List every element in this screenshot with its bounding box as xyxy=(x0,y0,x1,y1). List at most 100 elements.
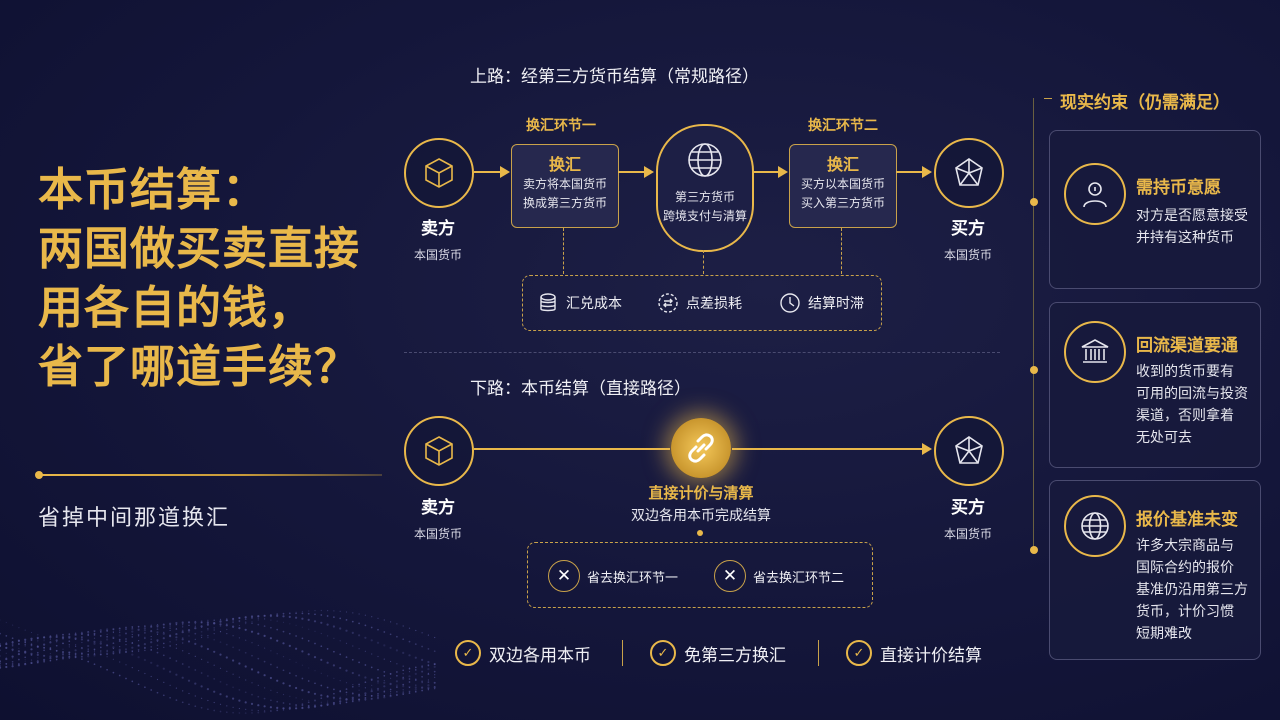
particle-dot xyxy=(156,624,159,626)
particle-dot xyxy=(5,646,8,649)
particle-dot xyxy=(62,642,64,644)
particle-dot xyxy=(345,629,348,632)
particle-dot xyxy=(93,632,96,635)
particle-dot xyxy=(106,653,108,655)
particle-dot xyxy=(30,639,33,641)
particle-dot xyxy=(314,704,316,707)
particle-dot xyxy=(125,651,127,653)
cost-label: 汇兑成本 xyxy=(566,296,622,312)
particle-dot xyxy=(263,634,266,637)
particle-dot xyxy=(156,648,159,650)
particle-dot xyxy=(144,686,146,689)
particle-dot xyxy=(201,621,203,623)
particle-dot xyxy=(226,618,228,620)
particle-dot xyxy=(162,632,165,635)
lower-path-heading: 下路：本币结算（直接路径） xyxy=(470,379,691,399)
particle-dot xyxy=(206,688,209,691)
particle-dot xyxy=(213,633,215,635)
particle-dot xyxy=(301,698,303,700)
particle-dot xyxy=(68,633,70,635)
particle-dot xyxy=(339,690,342,692)
particle-dot xyxy=(182,626,184,628)
particle-dot xyxy=(238,699,241,702)
separator xyxy=(818,640,819,666)
particle-dot xyxy=(74,638,77,640)
particle-dot xyxy=(93,653,96,656)
particle-dot xyxy=(270,710,272,712)
cost-item: 结算时滞 xyxy=(779,292,864,314)
particle-dot xyxy=(232,659,235,662)
particle-dot xyxy=(225,656,228,659)
particle-dot xyxy=(112,631,114,634)
particle-dot xyxy=(320,658,323,661)
particle-dot xyxy=(93,634,96,636)
particle-dot xyxy=(225,624,228,627)
particle-dot xyxy=(345,701,348,703)
particle-dot xyxy=(74,649,77,652)
particle-dot xyxy=(289,623,291,625)
particle-dot xyxy=(320,645,323,648)
particle-dot xyxy=(371,688,373,690)
particle-dot xyxy=(371,684,373,686)
particle-dot xyxy=(433,686,436,688)
particle-dot xyxy=(150,661,153,664)
particle-dot xyxy=(345,698,348,701)
particle-dot xyxy=(232,646,234,649)
card-title: 回流渠道要通 xyxy=(1136,336,1238,356)
direct-clearing-title: 直接计价与清算 xyxy=(648,484,754,502)
particle-dot xyxy=(124,650,128,654)
particle-dot xyxy=(232,617,235,621)
particle-dot xyxy=(156,633,159,635)
particle-dot xyxy=(288,703,291,705)
particle-dot xyxy=(320,694,323,697)
particle-dot xyxy=(181,701,184,704)
particle-dot xyxy=(194,625,196,627)
particle-dot xyxy=(87,660,90,663)
particle-dot xyxy=(118,652,121,654)
particle-dot xyxy=(74,637,77,640)
card-text: 短期难改 xyxy=(1136,626,1192,642)
particle-dot xyxy=(100,630,102,632)
constraints-heading: 现实约束（仍需满足） xyxy=(1060,93,1230,113)
skipped-label: 省去换汇环节二 xyxy=(753,570,845,586)
particle-dot xyxy=(137,683,140,686)
particle-dot xyxy=(100,635,102,637)
particle-dot xyxy=(225,683,228,686)
particle-dot xyxy=(87,644,90,648)
particle-dot xyxy=(137,648,140,651)
particle-dot xyxy=(402,625,404,627)
particle-dot xyxy=(421,645,423,648)
particle-dot xyxy=(383,658,385,660)
particle-dot xyxy=(225,711,228,714)
particle-dot xyxy=(383,680,385,682)
particle-dot xyxy=(295,707,297,710)
particle-dot xyxy=(175,638,178,641)
particle-dot xyxy=(125,626,127,629)
particle-dot xyxy=(434,636,436,639)
particle-dot xyxy=(175,628,178,631)
particle-dot xyxy=(187,621,191,624)
particle-dot xyxy=(232,697,235,700)
particle-dot xyxy=(100,651,102,653)
crystal-icon xyxy=(955,158,983,186)
particle-dot xyxy=(352,701,354,703)
particle-dot xyxy=(433,686,436,689)
heading-tick xyxy=(1044,98,1052,99)
particle-dot xyxy=(225,619,228,622)
particle-dot xyxy=(270,650,272,652)
particle-dot xyxy=(345,611,348,613)
upper-buyer-node xyxy=(934,138,1004,208)
particle-dot xyxy=(75,645,77,647)
particle-dot xyxy=(74,633,77,636)
particle-dot xyxy=(207,628,209,631)
particle-dot xyxy=(93,629,96,633)
particle-dot xyxy=(93,637,96,639)
particle-dot xyxy=(182,642,184,644)
particle-dot xyxy=(238,707,240,710)
box-text: 换成第三方货币 xyxy=(522,196,607,210)
particle-dot xyxy=(75,645,77,647)
particle-dot xyxy=(402,651,405,654)
particle-dot xyxy=(427,686,430,689)
particle-dot xyxy=(345,682,348,684)
particle-dot xyxy=(383,671,386,673)
